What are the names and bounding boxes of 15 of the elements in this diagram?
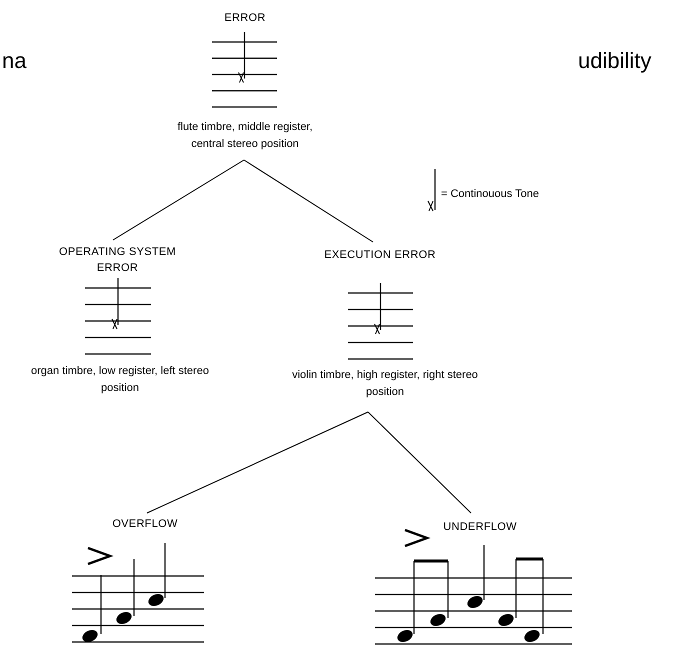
connector-line	[368, 412, 472, 514]
connector-line	[112, 160, 244, 240]
connector-line	[244, 160, 374, 242]
node-description: flute timbre, middle register, central stereo position	[176, 120, 314, 152]
node-heading: EXECUTION ERROR	[323, 248, 437, 263]
text-label: na	[2, 48, 26, 74]
node-heading: OPERATING SYSTEM ERROR	[58, 245, 178, 276]
node-heading: UNDERFLOW	[442, 520, 518, 535]
node-description: organ timbre, low register, left stereo position	[30, 364, 210, 396]
node-heading: OVERFLOW	[111, 517, 179, 532]
legend-text: = Continouous Tone	[441, 188, 539, 200]
node-heading: ERROR	[223, 11, 267, 26]
connector-line	[146, 412, 368, 514]
node-description: violin timbre, high register, right stereo position	[291, 368, 479, 400]
text-label: udibility	[578, 48, 652, 74]
